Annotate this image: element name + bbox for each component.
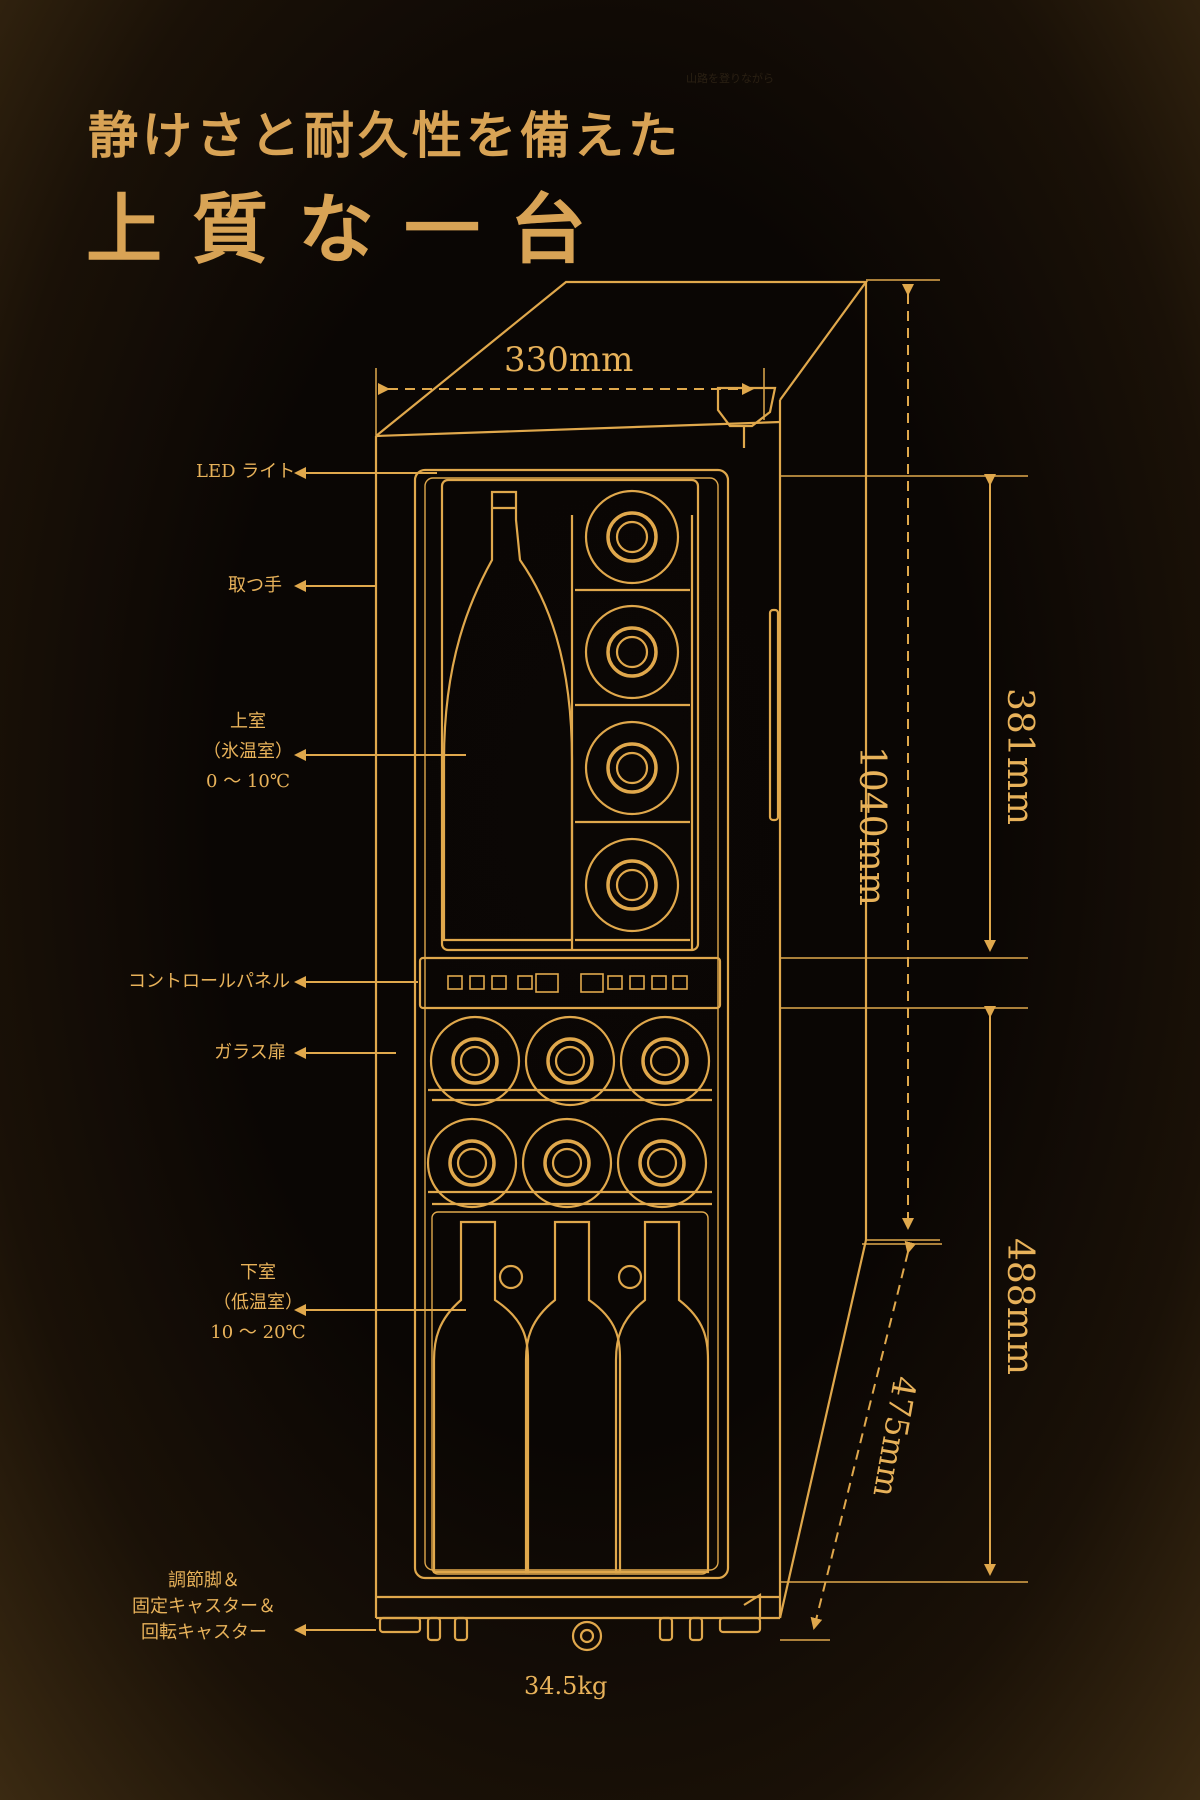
handle-bar (768, 608, 780, 822)
label-feet-casters: 調節脚＆ 固定キャスター＆ 回転キャスター (124, 1568, 284, 1646)
height-value: 1040mm (851, 746, 892, 906)
width-dimension (375, 368, 765, 436)
upper-height-dimension (780, 474, 1028, 959)
label-control-panel: コントロールパネル (128, 971, 290, 992)
height-dimension (866, 279, 940, 1241)
upper-compartment (440, 478, 700, 952)
lower-title: 下室 (240, 1262, 276, 1283)
control-panel (418, 956, 722, 1010)
label-glass-door: ガラス扉 (214, 1042, 286, 1063)
upper-temp: 0 ～ 10℃ (206, 771, 290, 792)
lower-temp: 10 ～ 20℃ (210, 1322, 306, 1343)
casters-and-feet (378, 1593, 762, 1652)
page-title-line1: 静けさと耐久性を備えた (88, 106, 682, 165)
lower-bottle-rack-1 (428, 1015, 712, 1107)
glass-door-frame (413, 468, 730, 1580)
label-lower-compartment: 下室 （低温室） 10 ～ 20℃ (196, 1258, 320, 1348)
lower-height-value: 488mm (999, 1238, 1040, 1375)
upper-title: 上室 (230, 711, 266, 732)
upper-subtitle: （氷温室） (203, 741, 293, 762)
lower-height-dimension (780, 1006, 1028, 1583)
callout-arrows (294, 467, 466, 1636)
lower-subtitle: （低温室） (213, 1292, 303, 1313)
label-led-light: LED ライト (196, 461, 296, 482)
feet-line1: 調節脚＆ (168, 1570, 240, 1591)
control-panel-buttons (447, 973, 688, 993)
faint-caption: 山路を登りながら (686, 72, 774, 85)
upper-height-value: 381mm (999, 688, 1040, 825)
label-upper-compartment: 上室 （氷温室） 0 ～ 10℃ (196, 707, 300, 797)
label-handle: 取つ手 (228, 575, 282, 596)
lower-compartment (431, 1211, 709, 1575)
lower-bottle-rack-2 (426, 1117, 712, 1209)
feet-line3: 回転キャスター (141, 1622, 267, 1643)
upper-bottle-rack (575, 489, 690, 942)
large-bottle (442, 490, 574, 942)
depth-dimension (780, 1240, 942, 1641)
page-title-line2: 上質な一台 (86, 185, 616, 274)
width-value: 330mm (504, 340, 634, 380)
led-fixture (716, 386, 777, 428)
feet-line2: 固定キャスター＆ (132, 1596, 276, 1617)
lower-standing-bottles (431, 1211, 710, 1575)
weight-value: 34.5kg (524, 1672, 608, 1700)
